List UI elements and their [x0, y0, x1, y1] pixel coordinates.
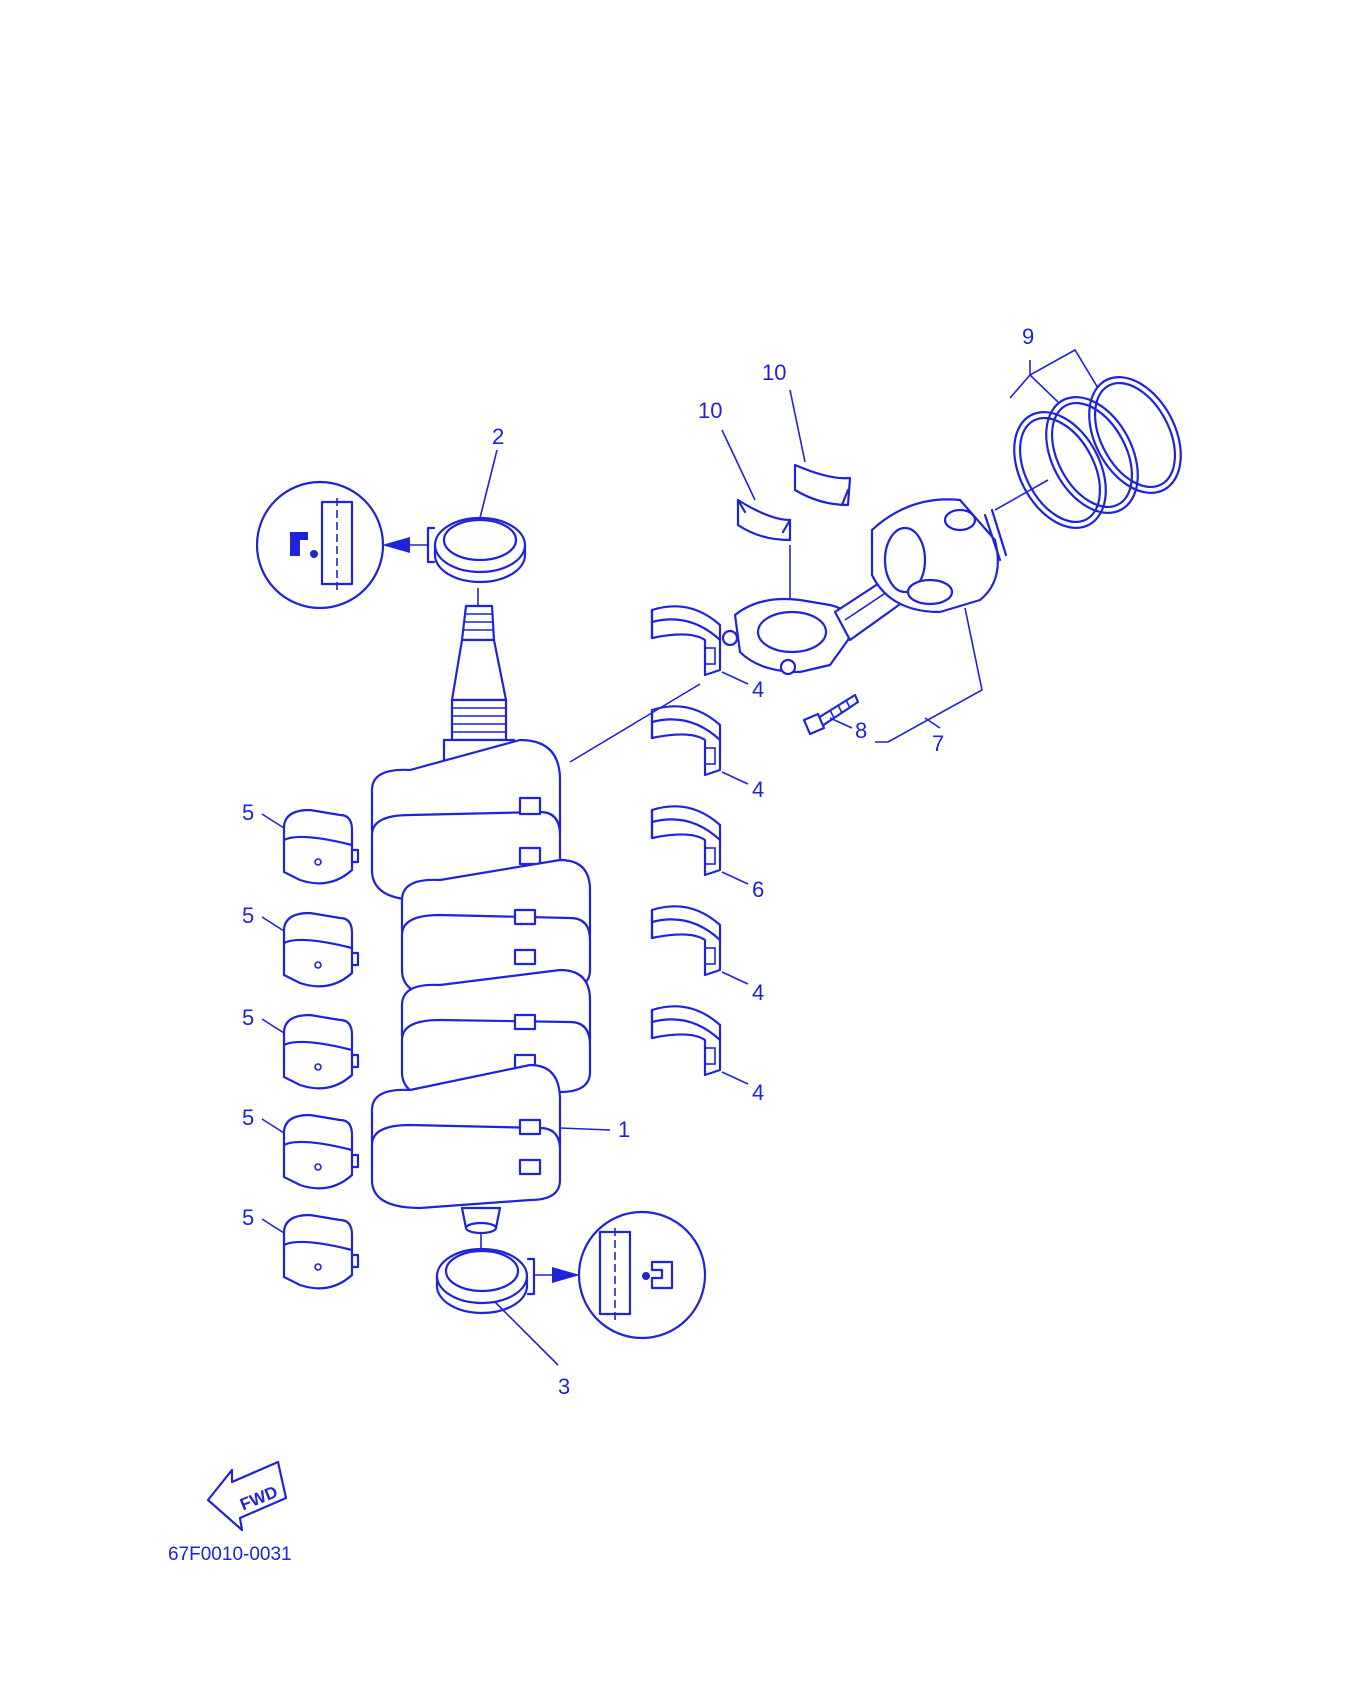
callout-4c: 4 [752, 980, 764, 1005]
main-bearing-callouts: 5 5 5 5 5 [242, 800, 285, 1234]
callout-6: 6 [752, 877, 764, 902]
callout-5e: 5 [242, 1205, 254, 1230]
callout-10a: 10 [698, 398, 722, 423]
fwd-arrow: FWD [206, 1460, 288, 1532]
crankpin-leader [569, 683, 701, 763]
main-bearings [282, 808, 360, 1290]
callout-4b: 4 [752, 777, 764, 802]
callout-8: 8 [855, 718, 867, 743]
bracket-7 [875, 607, 983, 743]
callout-4a: 4 [752, 677, 764, 702]
callout-9: 9 [1022, 324, 1034, 349]
leader-7 [924, 717, 941, 729]
callout-1: 1 [618, 1117, 630, 1142]
lower-oil-seal [435, 1234, 536, 1315]
leader-10a [721, 429, 756, 501]
leader-piston-to-ring [994, 479, 1049, 511]
callout-3: 3 [558, 1374, 570, 1399]
callout-5a: 5 [242, 800, 254, 825]
rod-bearings [650, 605, 722, 1077]
leader-3 [494, 1301, 559, 1366]
upper-seal-detail-circle [255, 480, 428, 610]
callout-2: 2 [492, 424, 504, 449]
leader-2 [479, 449, 498, 519]
leader-10b [789, 389, 806, 463]
leader-1 [559, 1127, 611, 1131]
rod-bearing-callouts: 4 4 6 4 4 [721, 671, 764, 1105]
callout-10b: 10 [762, 360, 786, 385]
leader-9-a [1029, 374, 1059, 403]
callout-5b: 5 [242, 903, 254, 928]
upper-oil-seal [426, 516, 527, 584]
piston [870, 498, 1008, 614]
lower-seal-detail-circle [534, 1210, 707, 1340]
bracket-9 [1009, 348, 1099, 399]
callout-5d: 5 [242, 1105, 254, 1130]
callout-7: 7 [932, 731, 944, 756]
pin-bearings [736, 463, 852, 542]
leader-8 [829, 717, 853, 729]
part-number-code: 67F0010-0031 [168, 1544, 292, 1565]
callout-5c: 5 [242, 1005, 254, 1030]
piston-rings [1013, 376, 1182, 529]
thrust-bearing [650, 805, 722, 877]
crankshaft [370, 588, 592, 1235]
callout-4d: 4 [752, 1080, 764, 1105]
rod-bolt [802, 693, 860, 736]
